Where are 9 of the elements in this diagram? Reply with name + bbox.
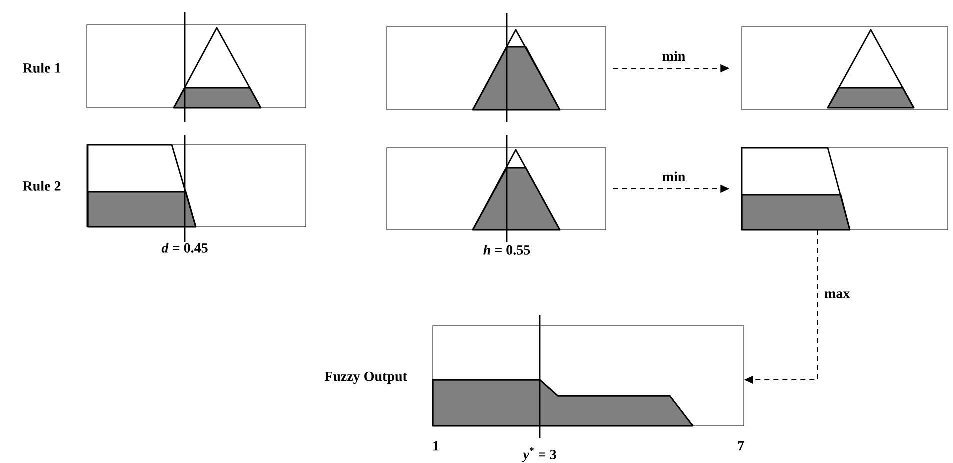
axis-tick-label: 7 [738, 441, 744, 451]
row-label: Rule 2 [23, 181, 61, 191]
edge-label: min [662, 172, 686, 182]
row-label: Rule 1 [23, 63, 61, 73]
output-label: Fuzzy Output [324, 372, 408, 384]
plot-panel [742, 26, 948, 110]
edge-label: min [662, 51, 686, 61]
axis-tick-label: 1 [434, 441, 439, 451]
edge-label: max [824, 292, 850, 298]
